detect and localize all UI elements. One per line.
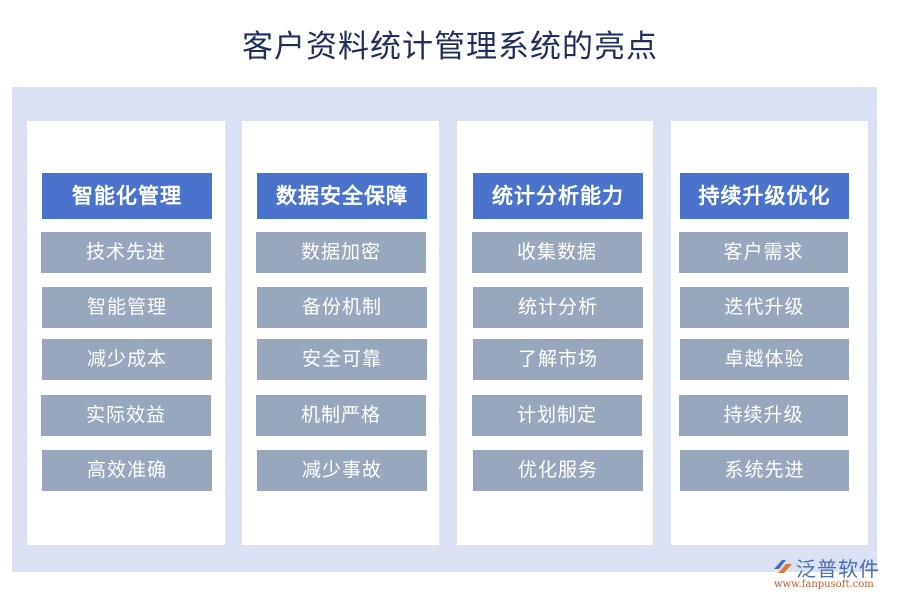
- list-item: 技术先进: [41, 232, 211, 273]
- list-item: 安全可靠: [257, 339, 427, 380]
- list-item: 优化服务: [473, 450, 643, 491]
- column-header: 统计分析能力: [473, 173, 643, 219]
- logo-name: 泛普软件: [796, 557, 880, 581]
- fanpu-logo: 泛普软件 www.fanpusoft.com: [772, 553, 892, 593]
- list-item: 卓越体验: [680, 339, 849, 380]
- list-item: 备份机制: [257, 287, 427, 328]
- list-item: 实际效益: [41, 395, 211, 436]
- fanpu-logo-icon: [772, 557, 794, 577]
- list-item: 迭代升级: [680, 287, 849, 328]
- list-item: 客户需求: [679, 232, 848, 273]
- list-item: 持续升级: [679, 395, 848, 436]
- list-item: 智能管理: [42, 287, 212, 328]
- list-item: 机制严格: [256, 395, 426, 436]
- list-item: 收集数据: [472, 232, 642, 273]
- page-title: 客户资料统计管理系统的亮点: [242, 29, 658, 65]
- list-item: 高效准确: [42, 450, 212, 491]
- list-item: 统计分析: [473, 287, 643, 328]
- list-item: 减少事故: [257, 450, 427, 491]
- list-item: 系统先进: [680, 450, 849, 491]
- column-header: 持续升级优化: [680, 173, 849, 219]
- column-header: 数据安全保障: [257, 173, 427, 219]
- list-item: 数据加密: [256, 232, 426, 273]
- column-header: 智能化管理: [42, 173, 212, 219]
- logo-url: www.fanpusoft.com: [774, 579, 874, 590]
- list-item: 计划制定: [472, 395, 642, 436]
- list-item: 了解市场: [473, 339, 643, 380]
- list-item: 减少成本: [42, 339, 212, 380]
